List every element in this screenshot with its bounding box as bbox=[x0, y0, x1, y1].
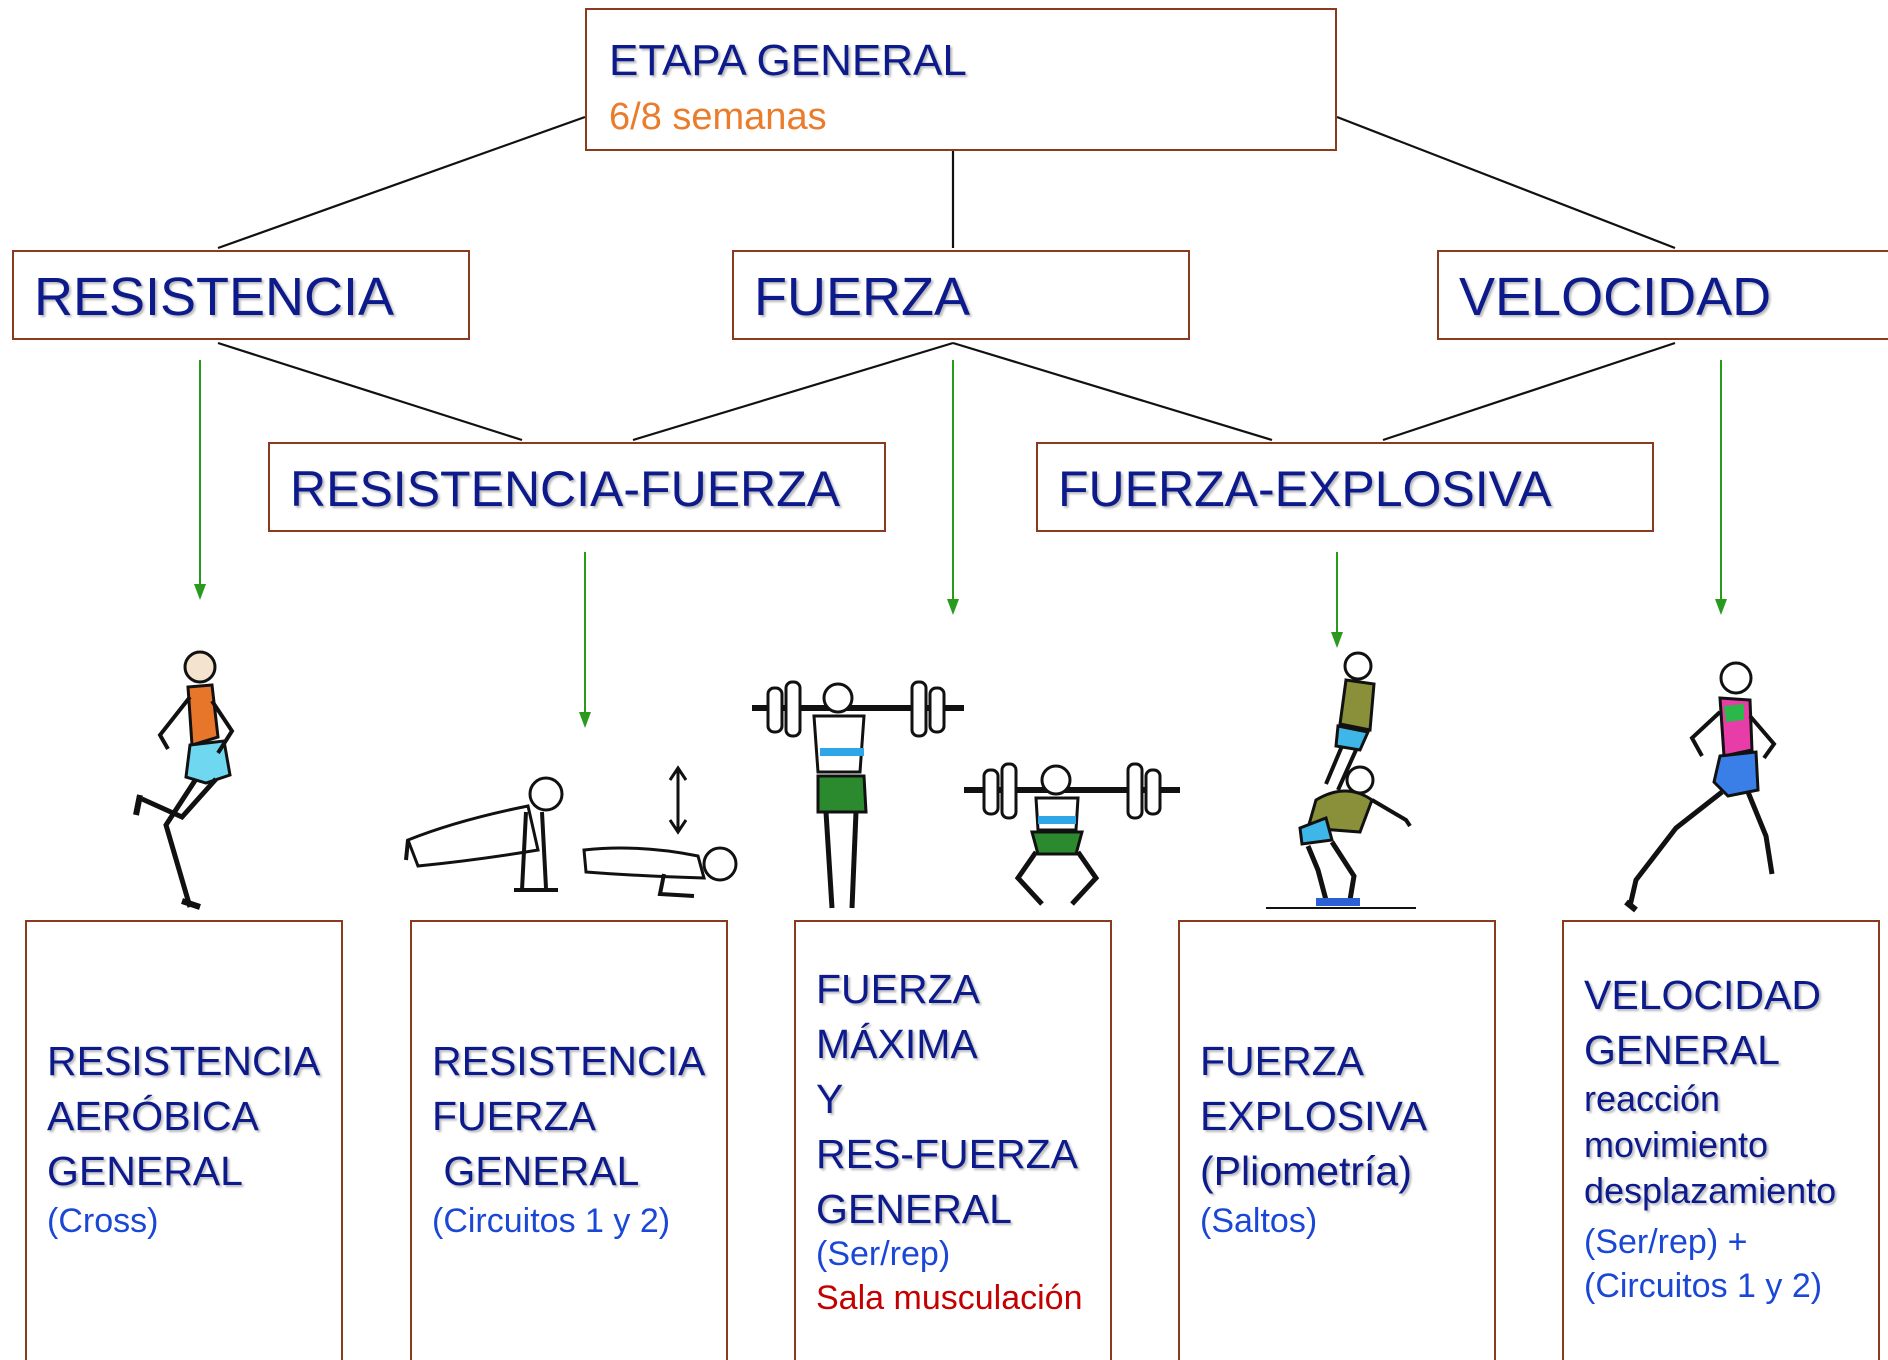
bottom-box-resistencia-aerobica: RESISTENCIA AERÓBICA GENERAL (Cross) bbox=[25, 920, 343, 1360]
box3-note-sala: Sala musculación bbox=[816, 1279, 1083, 1317]
velocidad-label: VELOCIDAD bbox=[1459, 267, 1772, 327]
box1-line-1: RESISTENCIA bbox=[47, 1038, 321, 1084]
line-velocidad-to-fexplosiva bbox=[1382, 341, 1676, 442]
line-fuerza-to-fexplosiva bbox=[952, 341, 1273, 442]
box3-note: (Ser/rep) bbox=[816, 1235, 951, 1273]
box5-text: VELOCIDAD GENERAL bbox=[1584, 968, 1878, 1078]
line-fuerza-to-resfuerza bbox=[632, 341, 954, 442]
box5-details: reacción movimiento desplazamiento bbox=[1584, 1076, 1878, 1214]
velocidad-box: VELOCIDAD bbox=[1437, 250, 1888, 340]
box2-line-1: RESISTENCIA bbox=[432, 1038, 706, 1084]
jump-figure bbox=[1266, 651, 1416, 909]
box1-line-3: GENERAL bbox=[47, 1148, 243, 1194]
box1-note: (Cross) bbox=[47, 1202, 159, 1240]
line-top-to-resistencia bbox=[217, 115, 586, 250]
box4-text: FUERZA EXPLOSIVA (Pliometría) bbox=[1200, 1034, 1494, 1199]
arrowhead-resistencia bbox=[194, 584, 206, 600]
arrowhead-velocidad bbox=[1715, 599, 1727, 615]
box5-note: (Ser/rep) + bbox=[1584, 1223, 1748, 1261]
resistencia-box: RESISTENCIA bbox=[12, 250, 470, 340]
bottom-box-fuerza-explosiva: FUERZA EXPLOSIVA (Pliometría) (Saltos) bbox=[1178, 920, 1496, 1360]
resistencia-fuerza-label: RESISTENCIA-FUERZA bbox=[290, 461, 841, 517]
resistencia-label: RESISTENCIA bbox=[34, 267, 395, 327]
etapa-general-title: ETAPA GENERAL bbox=[609, 36, 967, 85]
box4-line-2: EXPLOSIVA bbox=[1200, 1093, 1428, 1139]
bottom-box-velocidad-general: VELOCIDAD GENERAL reacción movimiento de… bbox=[1562, 920, 1880, 1360]
squat-figure bbox=[752, 680, 1180, 909]
box5-note-circuitos: (Circuitos 1 y 2) bbox=[1584, 1267, 1823, 1305]
box4-line-3: (Pliometría) bbox=[1200, 1148, 1412, 1194]
arrowhead-fexplosiva bbox=[1331, 632, 1343, 648]
box3-line-5: GENERAL bbox=[816, 1186, 1012, 1232]
box2-note: (Circuitos 1 y 2) bbox=[432, 1202, 671, 1240]
etapa-general-duration: 6/8 semanas bbox=[609, 96, 827, 138]
box4-line-1: FUERZA bbox=[1200, 1038, 1364, 1084]
box3-line-1: FUERZA bbox=[816, 966, 980, 1012]
fuerza-explosiva-label: FUERZA-EXPLOSIVA bbox=[1058, 461, 1552, 517]
arrowhead-fuerza bbox=[947, 599, 959, 615]
box3-line-3: Y bbox=[816, 1076, 844, 1122]
box4-note: (Saltos) bbox=[1200, 1202, 1318, 1240]
runner-figure bbox=[133, 650, 235, 910]
box5-line-1: VELOCIDAD bbox=[1584, 972, 1821, 1018]
resistencia-fuerza-box: RESISTENCIA-FUERZA bbox=[268, 442, 886, 532]
sprinter-figure bbox=[1624, 661, 1777, 913]
arrowhead-resfuerza bbox=[579, 712, 591, 728]
fuerza-box: FUERZA bbox=[732, 250, 1190, 340]
box5-detail-2: movimiento bbox=[1584, 1124, 1769, 1165]
bottom-box-resistencia-fuerza: RESISTENCIA FUERZA GENERAL (Circuitos 1 … bbox=[410, 920, 728, 1360]
box5-detail-3: desplazamiento bbox=[1584, 1170, 1837, 1211]
box5-line-2: GENERAL bbox=[1584, 1027, 1780, 1073]
fuerza-explosiva-box: FUERZA-EXPLOSIVA bbox=[1036, 442, 1654, 532]
bottom-box-fuerza-maxima: FUERZA MÁXIMA Y RES-FUERZA GENERAL (Ser/… bbox=[794, 920, 1112, 1360]
box3-line-2: MÁXIMA bbox=[816, 1021, 978, 1067]
box1-line-2: AERÓBICA bbox=[47, 1093, 259, 1139]
box5-detail-1: reacción bbox=[1584, 1078, 1721, 1119]
fuerza-label: FUERZA bbox=[754, 267, 970, 327]
pushup-figure bbox=[404, 765, 738, 898]
box3-text: FUERZA MÁXIMA Y RES-FUERZA GENERAL bbox=[816, 962, 1110, 1237]
box1-text: RESISTENCIA AERÓBICA GENERAL bbox=[47, 1034, 341, 1199]
line-resistencia-to-resfuerza bbox=[217, 341, 523, 442]
box2-text: RESISTENCIA FUERZA GENERAL bbox=[432, 1034, 726, 1199]
box2-line-3: GENERAL bbox=[432, 1148, 640, 1194]
box2-line-2: FUERZA bbox=[432, 1093, 596, 1139]
box3-line-4: RES-FUERZA bbox=[816, 1131, 1078, 1177]
etapa-general-box: ETAPA GENERAL 6/8 semanas bbox=[585, 8, 1337, 151]
line-top-to-velocidad bbox=[1336, 115, 1676, 250]
